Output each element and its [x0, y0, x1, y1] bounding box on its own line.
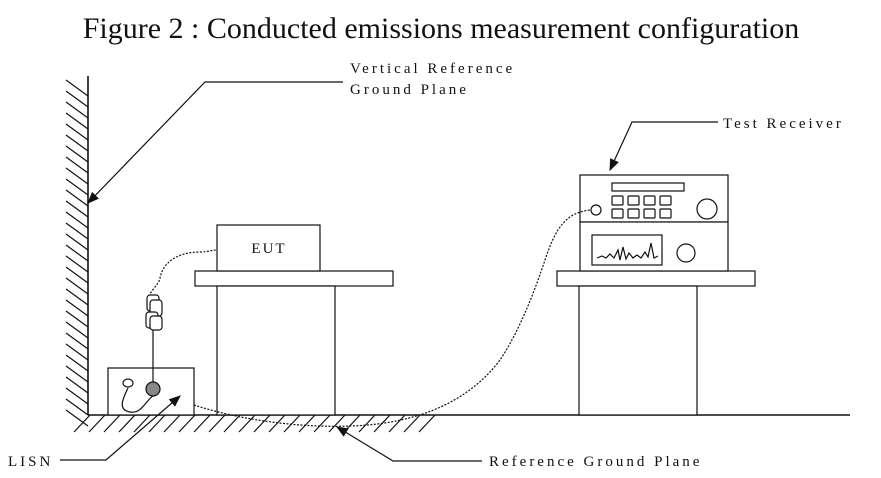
vertical-plane-label-line2: Ground Plane — [350, 82, 469, 98]
vertical-plane-label-line1: Vertical Reference — [350, 61, 515, 77]
eut-label: EUT — [251, 241, 286, 257]
receiver-screen — [591, 234, 663, 266]
test-receiver-arrow — [609, 121, 718, 172]
horizontal-ground-plane — [73, 414, 850, 433]
lisn-arrow — [60, 395, 181, 461]
eut-box: EUT — [216, 224, 321, 272]
receiver-table — [556, 270, 756, 416]
eut-power-cable — [121, 249, 218, 413]
lisn-box — [107, 367, 195, 416]
lisn-connector-large — [145, 381, 161, 397]
vertical-ground-plane — [65, 76, 89, 427]
figure-title: Figure 2 : Conducted emissions measureme… — [83, 12, 800, 45]
reference-plane-arrow — [335, 426, 482, 462]
eut-table — [194, 270, 394, 416]
receiver-knob-upper — [696, 198, 718, 220]
receiver-buttons — [611, 195, 672, 219]
vertical-plane-arrow — [87, 81, 343, 204]
receiver-coax-cable — [193, 209, 592, 427]
receiver-knob-lower — [676, 243, 696, 263]
test-receiver — [579, 174, 729, 272]
test-receiver-label: Test Receiver — [723, 116, 844, 132]
receiver-input-port — [590, 204, 602, 216]
lisn-label: LISN — [8, 454, 53, 470]
reference-plane-label: Reference Ground Plane — [489, 454, 702, 470]
lisn-connector-small — [122, 378, 134, 388]
